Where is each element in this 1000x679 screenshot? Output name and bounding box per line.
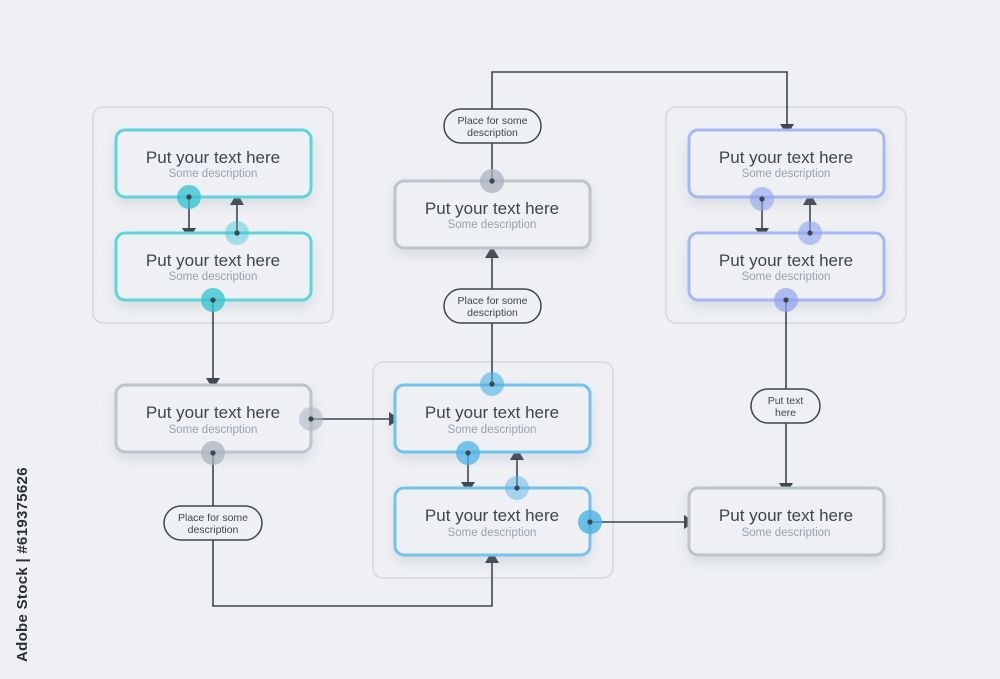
- node-description: Some description: [169, 271, 258, 283]
- pill-line: Place for some: [457, 295, 527, 307]
- connection-points: [177, 169, 822, 534]
- node-n9: Put your text here Some description: [687, 486, 886, 557]
- port-dot: [234, 230, 240, 236]
- label-pill-l2: Place for some description: [443, 288, 542, 324]
- pill-line: here: [775, 407, 796, 419]
- port-dot: [783, 297, 789, 303]
- pill-line: Put text: [768, 395, 804, 407]
- port-dot: [465, 450, 471, 456]
- node-n8: Put your text here Some description: [687, 231, 886, 302]
- arrowhead: [510, 448, 524, 460]
- arrowhead: [485, 551, 499, 563]
- node-title: Put your text here: [719, 506, 853, 525]
- pill-line: Place for some: [457, 115, 527, 127]
- port-dot: [489, 178, 495, 184]
- pill-line: Place for some: [178, 512, 248, 524]
- pill-box: [443, 288, 542, 324]
- node-n5: Put your text here Some description: [393, 383, 592, 454]
- node-title: Put your text here: [719, 251, 853, 270]
- node-n4: Put your text here Some description: [393, 179, 592, 250]
- node-n3: Put your text here Some description: [114, 383, 313, 454]
- node-n7: Put your text here Some description: [687, 128, 886, 199]
- port-dot: [489, 381, 495, 387]
- arrowhead: [803, 193, 817, 205]
- port-dot: [210, 450, 216, 456]
- port-dot: [514, 485, 520, 491]
- group-box-center: [372, 361, 614, 579]
- node-box: [687, 486, 886, 557]
- label-pill-l3: Place for some description: [163, 505, 263, 541]
- node-description: Some description: [169, 424, 258, 436]
- port-dot: [587, 519, 593, 525]
- node-box: [687, 128, 886, 199]
- node-description: Some description: [742, 168, 831, 180]
- node-title: Put your text here: [146, 251, 280, 270]
- node-n2: Put your text here Some description: [114, 231, 313, 302]
- node-n1: Put your text here Some description: [114, 128, 313, 199]
- pill-line: description: [467, 127, 518, 139]
- port-dot: [186, 194, 192, 200]
- pill-line: description: [467, 307, 518, 319]
- node-description: Some description: [448, 527, 537, 539]
- node-title: Put your text here: [425, 403, 559, 422]
- pill-box: [443, 108, 542, 144]
- node-box: [114, 128, 313, 199]
- port-dot: [807, 230, 813, 236]
- pill-box: [163, 505, 263, 541]
- label-pill-l1: Place for some description: [443, 108, 542, 144]
- node-description: Some description: [169, 168, 258, 180]
- node-title: Put your text here: [146, 148, 280, 167]
- node-description: Some description: [742, 527, 831, 539]
- node-description: Some description: [448, 219, 537, 231]
- node-description: Some description: [448, 424, 537, 436]
- port-dot: [759, 196, 765, 202]
- node-description: Some description: [742, 271, 831, 283]
- node-title: Put your text here: [146, 403, 280, 422]
- stock-credit: Adobe Stock | #619375626: [14, 467, 31, 662]
- port-dot: [308, 416, 314, 422]
- arrowhead: [230, 193, 244, 205]
- pill-box: [750, 388, 821, 424]
- node-title: Put your text here: [719, 148, 853, 167]
- node-title: Put your text here: [425, 506, 559, 525]
- label-pill-l4: Put text here: [750, 388, 821, 424]
- arrowhead: [485, 246, 499, 258]
- node-n6: Put your text here Some description: [393, 486, 592, 557]
- port-dot: [210, 297, 216, 303]
- pill-line: description: [188, 524, 239, 536]
- node-title: Put your text here: [425, 199, 559, 218]
